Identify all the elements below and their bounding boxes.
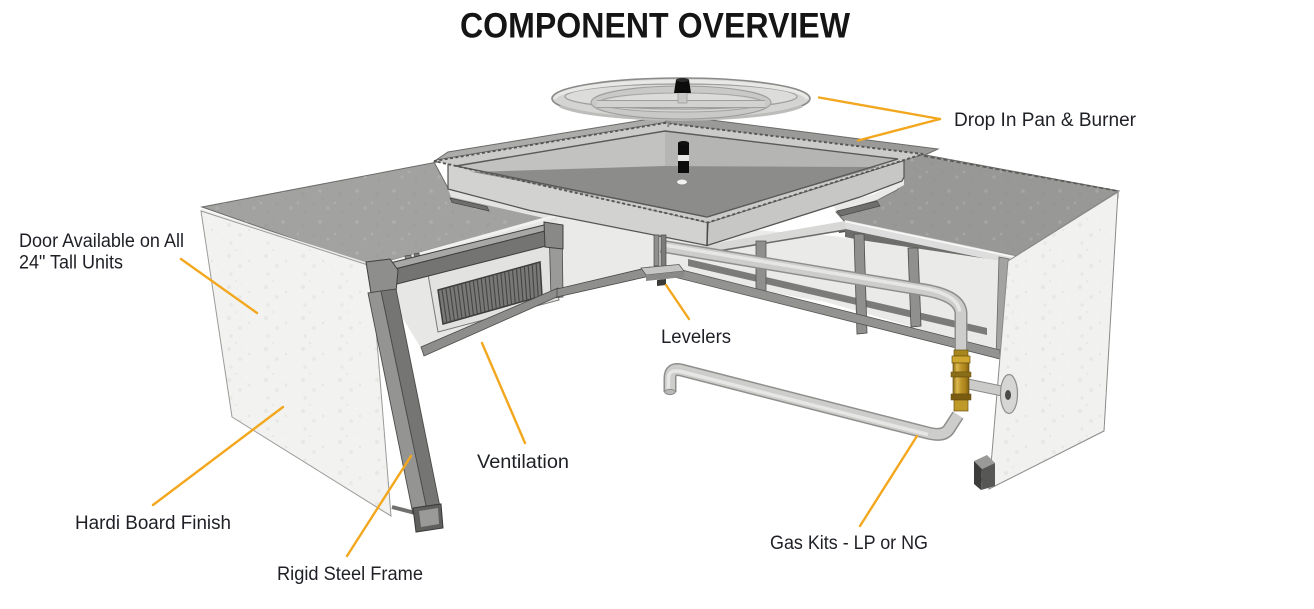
svg-text:Door Available on All: Door Available on All <box>19 231 184 252</box>
svg-text:24" Tall Units: 24" Tall Units <box>19 253 123 274</box>
svg-text:Levelers: Levelers <box>661 327 731 348</box>
svg-text:Rigid Steel Frame: Rigid Steel Frame <box>277 564 423 585</box>
svg-text:Hardi Board Finish: Hardi Board Finish <box>75 513 231 534</box>
svg-text:Gas Kits - LP or NG: Gas Kits - LP or NG <box>770 533 928 554</box>
svg-text:COMPONENT OVERVIEW: COMPONENT OVERVIEW <box>460 7 850 46</box>
svg-text:Drop In Pan & Burner: Drop In Pan & Burner <box>954 110 1137 131</box>
svg-text:Ventilation: Ventilation <box>477 452 569 473</box>
